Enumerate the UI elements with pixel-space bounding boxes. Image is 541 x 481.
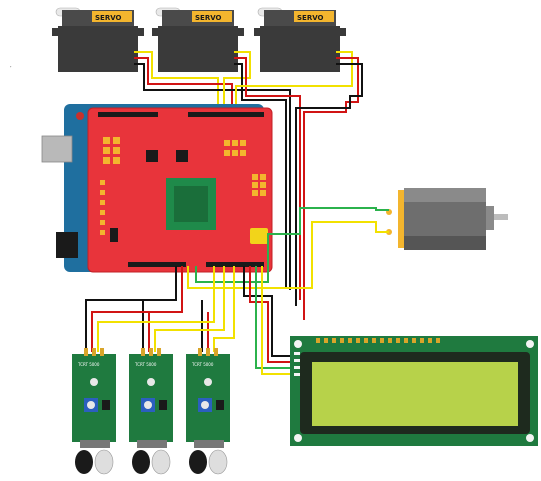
ir-emitter [189, 450, 207, 474]
ic-small [176, 150, 188, 162]
servo-2: SERVO [152, 7, 244, 72]
servo-label: SERVO [95, 14, 122, 22]
dc-motor [386, 188, 508, 250]
servo-3: SERVO [254, 7, 346, 72]
sensor-label: TCRT 5000 [191, 362, 214, 367]
servo-label: SERVO [195, 14, 222, 22]
sensor-wires [85, 266, 294, 375]
motor-shield [87, 107, 273, 273]
ir-receiver [94, 449, 114, 475]
ir-receiver [151, 449, 171, 475]
sensor-label: TCRT 5000 [134, 362, 157, 367]
servo-wires [134, 51, 363, 320]
lcd-display [290, 336, 538, 446]
ic-small [146, 150, 158, 162]
sensor-label: TCRT 5000 [77, 362, 100, 367]
power-jack [56, 232, 78, 258]
servo-1: SERVO [52, 7, 144, 72]
dc-motor-wires [187, 207, 389, 289]
lcd-screen [312, 362, 518, 426]
reset-button [76, 112, 84, 120]
ir-receiver [208, 449, 228, 475]
lcd-header-pins [316, 338, 440, 343]
ir-sensor-1: TCRT 5000 [72, 348, 116, 475]
stray-mark: ’ [10, 66, 12, 72]
header-top [98, 112, 264, 117]
ir-sensor-2: TCRT 5000 [129, 348, 173, 475]
ir-emitter [132, 450, 150, 474]
header-bottom [128, 262, 264, 267]
left-pins [100, 137, 120, 235]
ir-emitter [75, 450, 93, 474]
servo-label: SERVO [297, 14, 324, 22]
power-connector [250, 228, 268, 244]
lcd-pin-labels [294, 352, 300, 376]
ir-sensor-3: TCRT 5000 [186, 348, 230, 475]
right-pins [224, 140, 266, 196]
usb-port [41, 135, 73, 163]
